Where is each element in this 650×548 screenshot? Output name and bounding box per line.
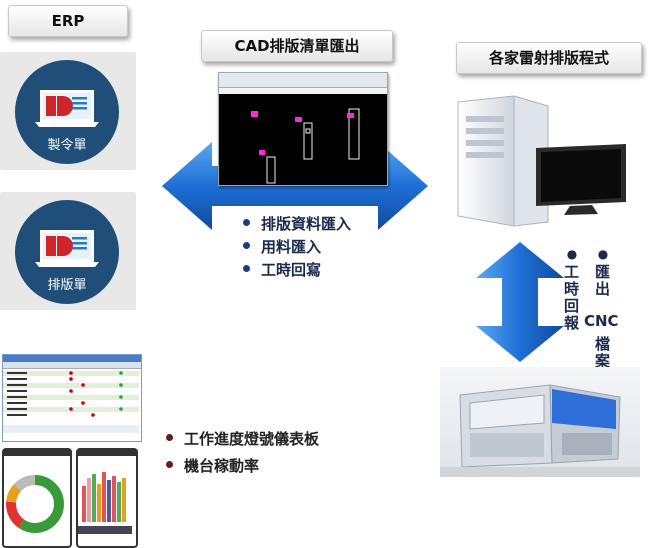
dashboard-feature-list: 工作進度燈號儀表板 機台稼動率 bbox=[166, 428, 319, 482]
cad-title-box: CAD排版清單匯出 bbox=[201, 30, 393, 62]
laptop-document-icon bbox=[35, 90, 99, 127]
cnc-export-label: ● 匯出 bbox=[594, 247, 610, 298]
erp-card-work-order: 製令單 bbox=[0, 52, 136, 170]
cad-toolbar bbox=[219, 73, 387, 88]
nesting-order-label: 排版單 bbox=[47, 278, 87, 293]
bullet-icon: ● bbox=[566, 247, 578, 261]
bullet-icon: ● bbox=[597, 247, 609, 261]
laser-title-box: 各家雷射排版程式 bbox=[456, 42, 642, 74]
cad-screenshot bbox=[218, 72, 388, 186]
mobile-donut-screenshot bbox=[2, 448, 72, 548]
list-item: 用料匯入 bbox=[243, 236, 351, 259]
bullet-icon bbox=[166, 434, 173, 441]
list-item: 工作進度燈號儀表板 bbox=[166, 428, 319, 455]
list-item: 機台稼動率 bbox=[166, 455, 319, 482]
work-hour-report-label: ● 工時回報 bbox=[563, 247, 579, 332]
desktop-computer-icon bbox=[457, 95, 626, 227]
cad-title: CAD排版清單匯出 bbox=[234, 37, 360, 55]
bullet-icon bbox=[243, 219, 250, 226]
laptop-document-icon bbox=[35, 230, 99, 267]
bar-chart-icon bbox=[78, 472, 132, 534]
donut-chart-icon bbox=[6, 475, 64, 533]
erp-title-box: ERP bbox=[8, 5, 128, 37]
bullet-icon bbox=[243, 242, 250, 249]
cad-drawing bbox=[251, 108, 360, 184]
horizontal-double-arrow bbox=[162, 142, 428, 230]
table-header bbox=[3, 362, 141, 369]
mobile-bar-screenshot bbox=[76, 448, 138, 548]
cnc-text: CNC bbox=[584, 312, 619, 330]
list-item: 排版資料匯入 bbox=[243, 213, 351, 236]
table-rows bbox=[3, 369, 139, 433]
nesting-order-circle: 排版單 bbox=[15, 200, 119, 304]
laser-title: 各家雷射排版程式 bbox=[488, 49, 609, 67]
bullet-icon bbox=[166, 461, 173, 468]
erp-title: ERP bbox=[51, 12, 85, 30]
erp-card-nesting-order: 排版單 bbox=[0, 192, 136, 310]
table-titlebar bbox=[3, 355, 141, 362]
laser-cutting-machine-image bbox=[440, 367, 640, 477]
vertical-double-arrow bbox=[476, 242, 564, 362]
file-label: 檔案 bbox=[594, 335, 610, 370]
work-order-label: 製令單 bbox=[47, 138, 87, 153]
bullet-icon bbox=[243, 265, 250, 272]
cad-toolbar-2 bbox=[219, 88, 387, 94]
work-order-circle: 製令單 bbox=[15, 60, 119, 164]
list-item: 工時回寫 bbox=[243, 259, 351, 282]
laser-machine-icon bbox=[440, 384, 640, 477]
data-sync-list: 排版資料匯入 用料匯入 工時回寫 bbox=[243, 213, 351, 282]
production-table-screenshot bbox=[2, 354, 142, 442]
